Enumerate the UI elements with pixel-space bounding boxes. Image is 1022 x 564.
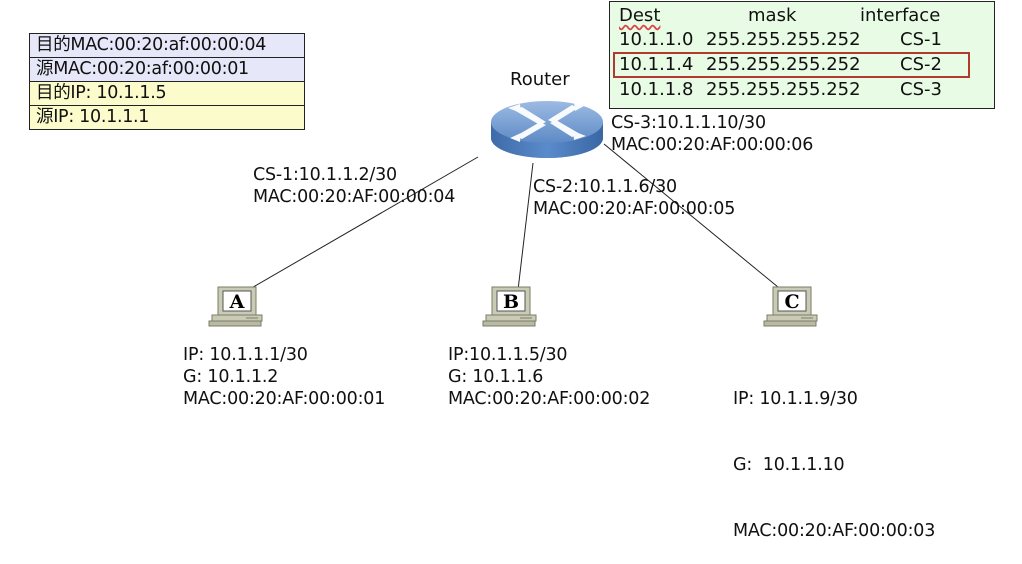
host-a-mac: MAC:00:20:AF:00:00:01 <box>183 389 386 409</box>
link-router-to-c <box>603 143 785 293</box>
header-interface: interface <box>860 5 941 26</box>
interface-cs1-label: CS-1:10.1.1.2/30 MAC:00:20:AF:00:00:04 <box>253 164 455 208</box>
host-c-ip: IP: 10.1.1.9/30 <box>733 389 858 409</box>
route-dest: 10.1.1.8 <box>619 79 694 100</box>
computer-c-icon: C <box>763 286 818 327</box>
interface-cs3-label: CS-3:10.1.1.10/30 MAC:00:20:AF:00:00:06 <box>611 112 813 156</box>
dst-ip-field: 目的IP: 10.1.1.5 <box>30 82 304 106</box>
routing-table-row-highlighted: 10.1.1.4 255.255.255.252 CS-2 <box>610 53 994 77</box>
interface-cs3-mac: MAC:00:20:AF:00:00:06 <box>611 135 814 155</box>
route-dest: 10.1.1.0 <box>619 29 694 50</box>
link-router-to-b <box>517 162 534 291</box>
route-dest: 10.1.1.4 <box>619 54 694 75</box>
routing-table: Dest mask interface 10.1.1.0 255.255.255… <box>609 1 995 109</box>
host-b-gateway: G: 10.1.1.6 <box>448 367 544 387</box>
computer-a-icon: A <box>208 286 263 327</box>
link-router-to-a <box>247 156 479 291</box>
src-ip-field: 源IP: 10.1.1.1 <box>30 106 304 129</box>
interface-cs1-mac: MAC:00:20:AF:00:00:04 <box>253 187 456 207</box>
computer-b-label: B <box>503 291 519 313</box>
host-b-ip: IP:10.1.1.5/30 <box>448 345 568 365</box>
header-mask: mask <box>748 5 797 26</box>
computer-b-icon: B <box>482 286 537 327</box>
routing-table-row: 10.1.1.0 255.255.255.252 CS-1 <box>610 28 994 52</box>
matched-route-highlight <box>613 52 970 78</box>
host-c-mac: MAC:00:20:AF:00:00:03 <box>733 521 936 541</box>
interface-cs1-ip: CS-1:10.1.1.2/30 <box>253 165 397 185</box>
interface-cs2-label: CS-2:10.1.1.6/30 MAC:00:20:AF:00:00:05 <box>533 176 735 220</box>
computer-c-label: C <box>784 291 799 313</box>
routing-table-header: Dest mask interface <box>610 4 994 28</box>
routing-table-row: 10.1.1.8 255.255.255.252 CS-3 <box>610 78 994 102</box>
dst-mac-field: 目的MAC:00:20:af:00:00:04 <box>30 34 304 58</box>
route-mask: 255.255.255.252 <box>706 79 861 100</box>
host-b-mac: MAC:00:20:AF:00:00:02 <box>448 389 651 409</box>
src-mac-field: 源MAC:00:20:af:00:00:01 <box>30 58 304 82</box>
route-interface: CS-2 <box>900 54 942 75</box>
header-dest: Dest <box>619 5 661 26</box>
router-label: Router <box>510 69 570 90</box>
interface-cs2-ip: CS-2:10.1.1.6/30 <box>533 177 677 197</box>
route-interface: CS-1 <box>900 29 942 50</box>
host-a-gateway: G: 10.1.1.2 <box>183 367 279 387</box>
route-interface: CS-3 <box>900 79 942 100</box>
host-b-info: IP:10.1.1.5/30 G: 10.1.1.6 MAC:00:20:AF:… <box>448 344 650 410</box>
host-c-gateway: G: 10.1.1.10 <box>733 455 845 475</box>
route-mask: 255.255.255.252 <box>706 29 861 50</box>
host-c-info: IP: 10.1.1.9/30 G: 10.1.1.10 MAC:00:20:A… <box>733 344 935 564</box>
network-links <box>247 143 785 293</box>
host-a-info: IP: 10.1.1.1/30 G: 10.1.1.2 MAC:00:20:AF… <box>183 344 385 410</box>
interface-cs3-ip: CS-3:10.1.1.10/30 <box>611 113 766 133</box>
route-mask: 255.255.255.252 <box>706 54 861 75</box>
host-a-ip: IP: 10.1.1.1/30 <box>183 345 308 365</box>
frame-header-box: 目的MAC:00:20:af:00:00:04 源MAC:00:20:af:00… <box>29 33 305 130</box>
interface-cs2-mac: MAC:00:20:AF:00:00:05 <box>533 199 736 219</box>
router-icon <box>491 101 603 158</box>
computer-a-label: A <box>229 291 245 313</box>
